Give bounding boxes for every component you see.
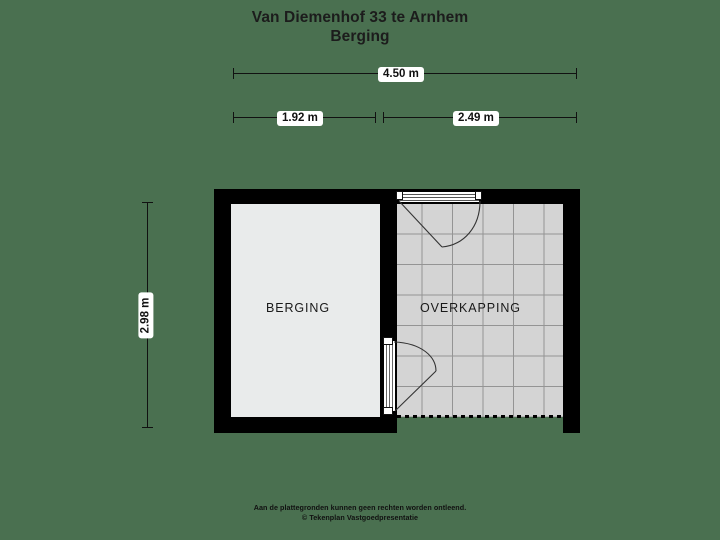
dimension-height-tick-bottom [142, 427, 153, 428]
room-label-berging: BERGING [266, 301, 330, 315]
room-berging [231, 204, 380, 417]
double-door-jamb-left [396, 191, 403, 200]
footer-copyright: © Tekenplan Vastgoedpresentatie [301, 513, 419, 522]
dimension-seg2-label: 2.49 m [453, 111, 499, 126]
double-door-jamb-right [475, 191, 482, 200]
interior-door-leaf-line-1 [386, 341, 387, 411]
interior-door-leaf-line-2 [389, 341, 390, 411]
dimension-seg1-tick-left [233, 112, 234, 123]
double-door-leaf-line-1 [399, 194, 479, 195]
floorplan: BERGING OVERKAPPING [214, 189, 580, 433]
dimension-height-tick-top [142, 202, 153, 203]
double-door-top[interactable] [396, 189, 482, 204]
dimension-seg2-tick-left [383, 112, 384, 123]
dimension-total-label: 4.50 m [378, 67, 424, 82]
room-label-overkapping: OVERKAPPING [420, 301, 521, 315]
dimension-total-tick-left [233, 68, 234, 79]
dimension-total-tick-right [576, 68, 577, 79]
double-door-leaf-line-2 [399, 197, 479, 198]
dimension-seg1-label: 1.92 m [277, 111, 323, 126]
double-door-leaf-line-3 [399, 200, 479, 201]
double-door-swing-arcs [398, 200, 481, 248]
page-title: Van Diemenhof 33 te Arnhem [251, 9, 469, 26]
dimension-height-label: 2.98 m [138, 292, 154, 339]
right-exterior-wall [563, 189, 580, 418]
dimension-seg1-tick-right [375, 112, 376, 123]
interior-door-jamb-bottom [383, 407, 393, 415]
interior-door-swing-arc [393, 341, 437, 412]
left-exterior-wall [214, 189, 231, 433]
interior-door[interactable] [382, 337, 396, 415]
interior-door-leaf-line-3 [392, 341, 393, 411]
footer: Aan de plattegronden kunnen geen rechten… [0, 503, 720, 523]
room-overkapping [397, 204, 563, 417]
footer-disclaimer: Aan de plattegronden kunnen geen rechten… [253, 503, 467, 512]
bottom-exterior-wall [214, 417, 397, 433]
dimension-seg2-tick-right [576, 112, 577, 123]
overkapping-dashed-edge [397, 415, 563, 418]
page-title-block: Van Diemenhof 33 te Arnhem Berging [0, 8, 720, 46]
page-subtitle: Berging [330, 28, 390, 45]
interior-door-jamb-top [383, 337, 393, 345]
overkapping-open-side [397, 417, 563, 433]
